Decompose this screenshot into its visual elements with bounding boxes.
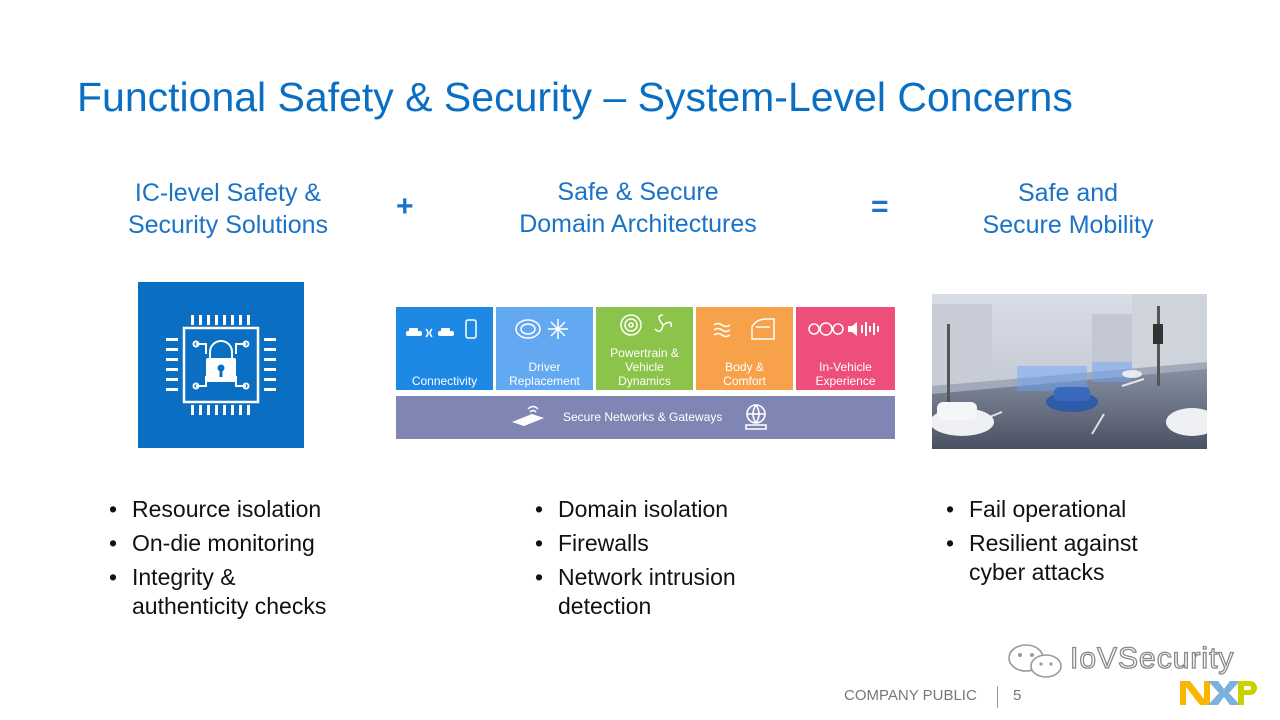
domain-tile-driver-replacement: Driver Replacement	[496, 307, 593, 390]
fan-powertrain-icon	[596, 313, 693, 337]
page-number: 5	[1013, 687, 1022, 704]
plus-operator: +	[396, 190, 414, 223]
domain-label: In-Vehicle Experience	[815, 360, 876, 388]
list-item: Firewalls	[533, 529, 813, 558]
ecu-chip-icon	[512, 405, 544, 426]
domain-tile-connectivity: Connectivity	[396, 307, 493, 390]
watermark-text: IoVSecurity	[1069, 641, 1235, 675]
equals-operator: =	[871, 190, 889, 223]
list-item: Resource isolation	[107, 495, 387, 524]
cars-connectivity-icon	[396, 317, 493, 341]
domain-label: Body & Comfort	[723, 360, 766, 388]
domain-label: Powertrain & Vehicle Dynamics	[610, 346, 679, 388]
domain-tile-body-comfort: Body & Comfort	[696, 307, 793, 390]
list-item: Domain isolation	[533, 495, 813, 524]
footer-classification: COMPANY PUBLIC	[844, 687, 977, 704]
nxp-logo	[1180, 673, 1260, 709]
column-heading-secure-mobility: Safe and Secure Mobility	[982, 179, 1154, 239]
list-item: Integrity &authenticity checks	[107, 563, 387, 621]
secure-networks-bar: Secure Networks & Gateways	[396, 396, 895, 439]
car-door-icon	[696, 317, 793, 341]
bullet-list-domain: Domain isolation Firewalls Network intru…	[533, 495, 813, 626]
domain-label: Connectivity	[411, 374, 478, 388]
domain-label: Driver Replacement	[509, 360, 580, 388]
audio-infotainment-icon	[796, 317, 895, 341]
domain-tile-powertrain: Powertrain & Vehicle Dynamics	[596, 307, 693, 390]
wechat-watermark-icon	[1004, 640, 1244, 684]
footer-divider	[997, 686, 998, 708]
list-item: Fail operational	[944, 495, 1224, 524]
network-label: Secure Networks & Gateways	[563, 410, 723, 424]
gateway-globe-icon	[745, 404, 767, 430]
bullet-list-ic-level: Resource isolation On-die monitoring Int…	[107, 495, 387, 626]
domain-architecture-diagram: Connectivity Driver Replacement Powertra…	[396, 307, 895, 439]
secure-chip-lock-icon	[138, 282, 304, 448]
list-item: On-die monitoring	[107, 529, 387, 558]
sensor-radar-icon	[496, 317, 593, 341]
bullet-list-mobility: Fail operational Resilient againstcyber …	[944, 495, 1224, 592]
autonomous-street-scene-image	[932, 294, 1207, 449]
domain-tile-in-vehicle-experience: In-Vehicle Experience	[796, 307, 895, 390]
column-heading-domain-architectures: Safe & Secure Domain Architectures	[519, 178, 757, 238]
slide-title: Functional Safety & Security – System-Le…	[77, 74, 1073, 120]
column-heading-ic-level: IC-level Safety & Security Solutions	[127, 179, 329, 239]
